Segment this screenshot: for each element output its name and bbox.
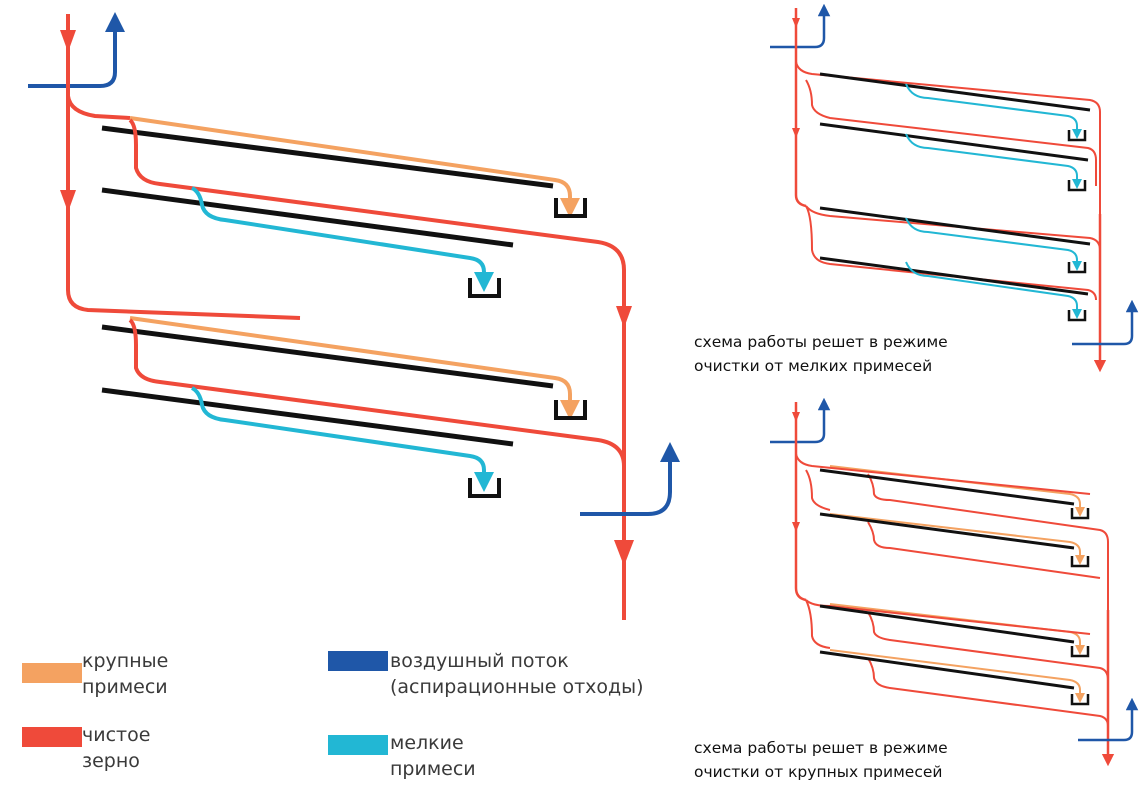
fine-mode-bin-2 — [1067, 180, 1087, 192]
sieve-3 — [101, 324, 554, 389]
grain-under-sieve-1 — [128, 118, 626, 620]
caption-coarse-mode-line2: очистки от крупных примесей — [694, 763, 943, 781]
fine-mode-fine-flow-4 — [905, 261, 1082, 319]
fine-mode-airflow-bottom — [1072, 299, 1139, 346]
coarse-mode-airflow-top — [770, 397, 831, 444]
coarse-bin-2 — [554, 400, 587, 420]
coarse-flow-2 — [129, 316, 580, 420]
fine-bin-2 — [468, 478, 501, 498]
legend-fine-line2: примеси — [390, 758, 476, 780]
coarse-mode-grain-lower-4 — [867, 657, 1109, 727]
coarse-mode-sieve-4 — [819, 650, 1075, 690]
legend-swatch-airflow — [328, 651, 388, 671]
coarse-mode-sieve-2 — [819, 512, 1075, 550]
grain-down-arrow-1 — [60, 30, 76, 52]
legend-label-grain: чистое зерно — [82, 722, 150, 774]
coarse-mode-grain-main — [794, 402, 807, 602]
sieve-4 — [101, 387, 514, 447]
coarse-mode-sieve-1 — [819, 468, 1075, 506]
fine-mode-sieve-3 — [819, 206, 1091, 246]
legend-swatch-grain — [22, 727, 82, 747]
legend-swatch-fine — [328, 735, 388, 755]
coarse-mode-grain-upper-4 — [867, 521, 1101, 579]
coarse-mode-grain-upper-1 — [795, 453, 1091, 495]
coarse-mode-bin-3 — [1070, 646, 1090, 658]
legend-label-coarse: крупные примеси — [82, 648, 168, 700]
fine-mode-grain-arrow-1 — [792, 18, 800, 28]
grain-under-sieve-3 — [128, 318, 626, 467]
fine-flow-2 — [190, 386, 494, 492]
fine-mode-grain-main — [794, 8, 807, 208]
fine-mode-grain-upper-1 — [795, 61, 1101, 214]
fine-mode-fine-flow-3 — [905, 217, 1082, 271]
caption-fine-mode: схема работы решет в режиме очистки от м… — [694, 330, 948, 378]
fine-mode-sieve-2 — [819, 122, 1089, 162]
coarse-mode-bin-2 — [1070, 556, 1090, 568]
coarse-mode-coarse-flow-1 — [829, 465, 1085, 517]
legend-swatch-coarse — [22, 663, 82, 683]
fine-flow-1 — [190, 186, 494, 292]
caption-coarse-mode-line1: схема работы решет в режиме — [694, 739, 948, 757]
legend-airflow-line2: (аспирационные отходы) — [390, 676, 644, 698]
fine-bin-1 — [468, 278, 501, 298]
grain-to-upper-sieve — [66, 95, 131, 120]
coarse-mode-coarse-flow-2 — [829, 513, 1085, 565]
legend-coarse-line1: крупные — [82, 650, 169, 672]
caption-fine-mode-line1: схема работы решет в режиме — [694, 333, 948, 351]
fine-mode-bin-3 — [1067, 262, 1087, 274]
legend-coarse-line2: примеси — [82, 676, 168, 698]
coarse-mode-bin-4 — [1070, 694, 1090, 706]
fine-mode-bin-4 — [1067, 310, 1087, 322]
coarse-mode-airflow-bottom — [1078, 697, 1139, 742]
coarse-mode-grain-upper-3 — [867, 473, 1109, 610]
coarse-mode-coarse-flow-4 — [829, 649, 1085, 703]
grain-outlet-arrow — [614, 540, 634, 566]
fine-mode-sieve-4 — [819, 256, 1089, 296]
coarse-mode-bin-1 — [1070, 508, 1090, 520]
coarse-mode-sieve-3 — [819, 604, 1075, 644]
coarse-mode-diagram — [770, 397, 1139, 767]
legend-label-fine: мелкие примеси — [390, 730, 476, 782]
coarse-mode-grain-lower-3 — [867, 611, 1109, 681]
coarse-bin-1 — [554, 198, 587, 218]
fine-mode-fine-flow-1 — [905, 83, 1082, 139]
sieve-1 — [101, 125, 554, 189]
caption-coarse-mode: схема работы решет в режиме очистки от к… — [694, 736, 948, 784]
airflow-outlet-bottom — [580, 442, 680, 516]
caption-fine-mode-line2: очистки от мелких примесей — [694, 357, 933, 375]
fine-mode-grain-lower-2 — [805, 205, 1097, 301]
legend-grain-line1: чистое — [82, 724, 151, 746]
legend-grain-line2: зерно — [82, 750, 140, 772]
coarse-mode-grain-upper-2 — [805, 469, 831, 511]
main-sieve-diagram — [28, 12, 680, 620]
grain-down-arrow-2 — [60, 190, 76, 212]
grain-main-vertical — [66, 14, 301, 320]
fine-mode-grain-arrow-2 — [792, 128, 800, 138]
airflow-inlet-top — [28, 12, 125, 88]
grain-down-arrow-3 — [616, 306, 632, 328]
legend-fine-line1: мелкие — [390, 732, 464, 754]
coarse-mode-grain-arrow-1 — [792, 412, 800, 422]
coarse-flow-1 — [129, 116, 580, 218]
legend-airflow-line1: воздушный поток — [390, 650, 569, 672]
sieve-2 — [101, 187, 514, 248]
fine-mode-fine-flow-2 — [905, 133, 1082, 189]
coarse-mode-grain-lower-2 — [805, 599, 831, 649]
legend-label-airflow: воздушный поток (аспирационные отходы) — [390, 648, 644, 700]
fine-mode-bin-1 — [1067, 130, 1087, 142]
fine-mode-diagram — [770, 3, 1139, 373]
fine-mode-grain-upper-2 — [805, 79, 1097, 186]
fine-mode-airflow-top — [770, 3, 831, 49]
fine-mode-sieve-1 — [819, 72, 1091, 112]
coarse-mode-grain-arrow-2 — [792, 522, 800, 532]
